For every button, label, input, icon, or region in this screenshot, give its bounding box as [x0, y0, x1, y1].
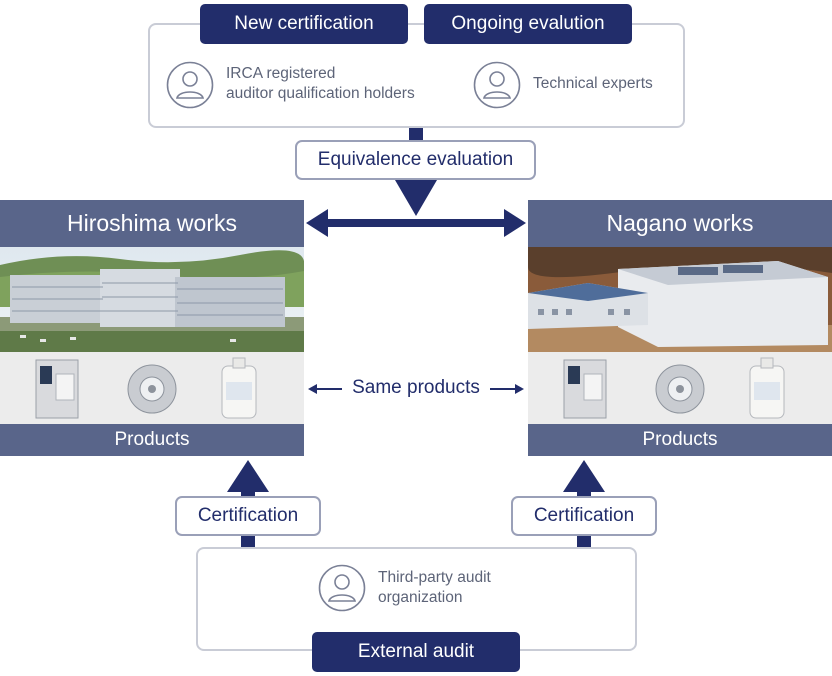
hiroshima-products-images	[0, 352, 304, 424]
right-certification-label: Certification	[511, 496, 657, 536]
ongoing-evaluation-tab: Ongoing evalution	[424, 4, 632, 44]
irca-auditor-line2: auditor qualification holders	[226, 85, 415, 102]
person-icon	[473, 61, 521, 109]
irca-auditor-line1: IRCA registered	[226, 65, 336, 82]
down-arrow-icon	[395, 180, 437, 216]
hiroshima-factory-photo	[0, 247, 304, 352]
nagano-works-header: Nagano works	[528, 200, 832, 247]
nagano-factory-photo	[528, 247, 832, 352]
left-certification-label: Certification	[175, 496, 321, 536]
same-products-right-arrow-icon	[490, 381, 524, 397]
double-arrow-icon	[306, 208, 526, 238]
new-certification-tab: New certification	[200, 4, 408, 44]
irca-auditor-label: IRCA registered auditor qualification ho…	[226, 64, 466, 104]
third-party-auditor-line1: Third-party audit	[378, 569, 491, 586]
hiroshima-products-label: Products	[0, 424, 304, 456]
nagano-products-images	[528, 352, 832, 424]
technical-experts-label: Technical experts	[533, 75, 653, 92]
equivalence-evaluation-label: Equivalence evaluation	[295, 140, 536, 180]
external-audit-tab: External audit	[312, 632, 520, 672]
person-icon	[318, 564, 366, 612]
person-icon	[166, 61, 214, 109]
nagano-products-label: Products	[528, 424, 832, 456]
same-products-left-arrow-icon	[308, 381, 342, 397]
hiroshima-works-header: Hiroshima works	[0, 200, 304, 247]
third-party-auditor-line2: organization	[378, 589, 463, 606]
same-products-label: Same products	[352, 377, 480, 398]
third-party-auditor-label: Third-party audit organization	[378, 568, 578, 608]
